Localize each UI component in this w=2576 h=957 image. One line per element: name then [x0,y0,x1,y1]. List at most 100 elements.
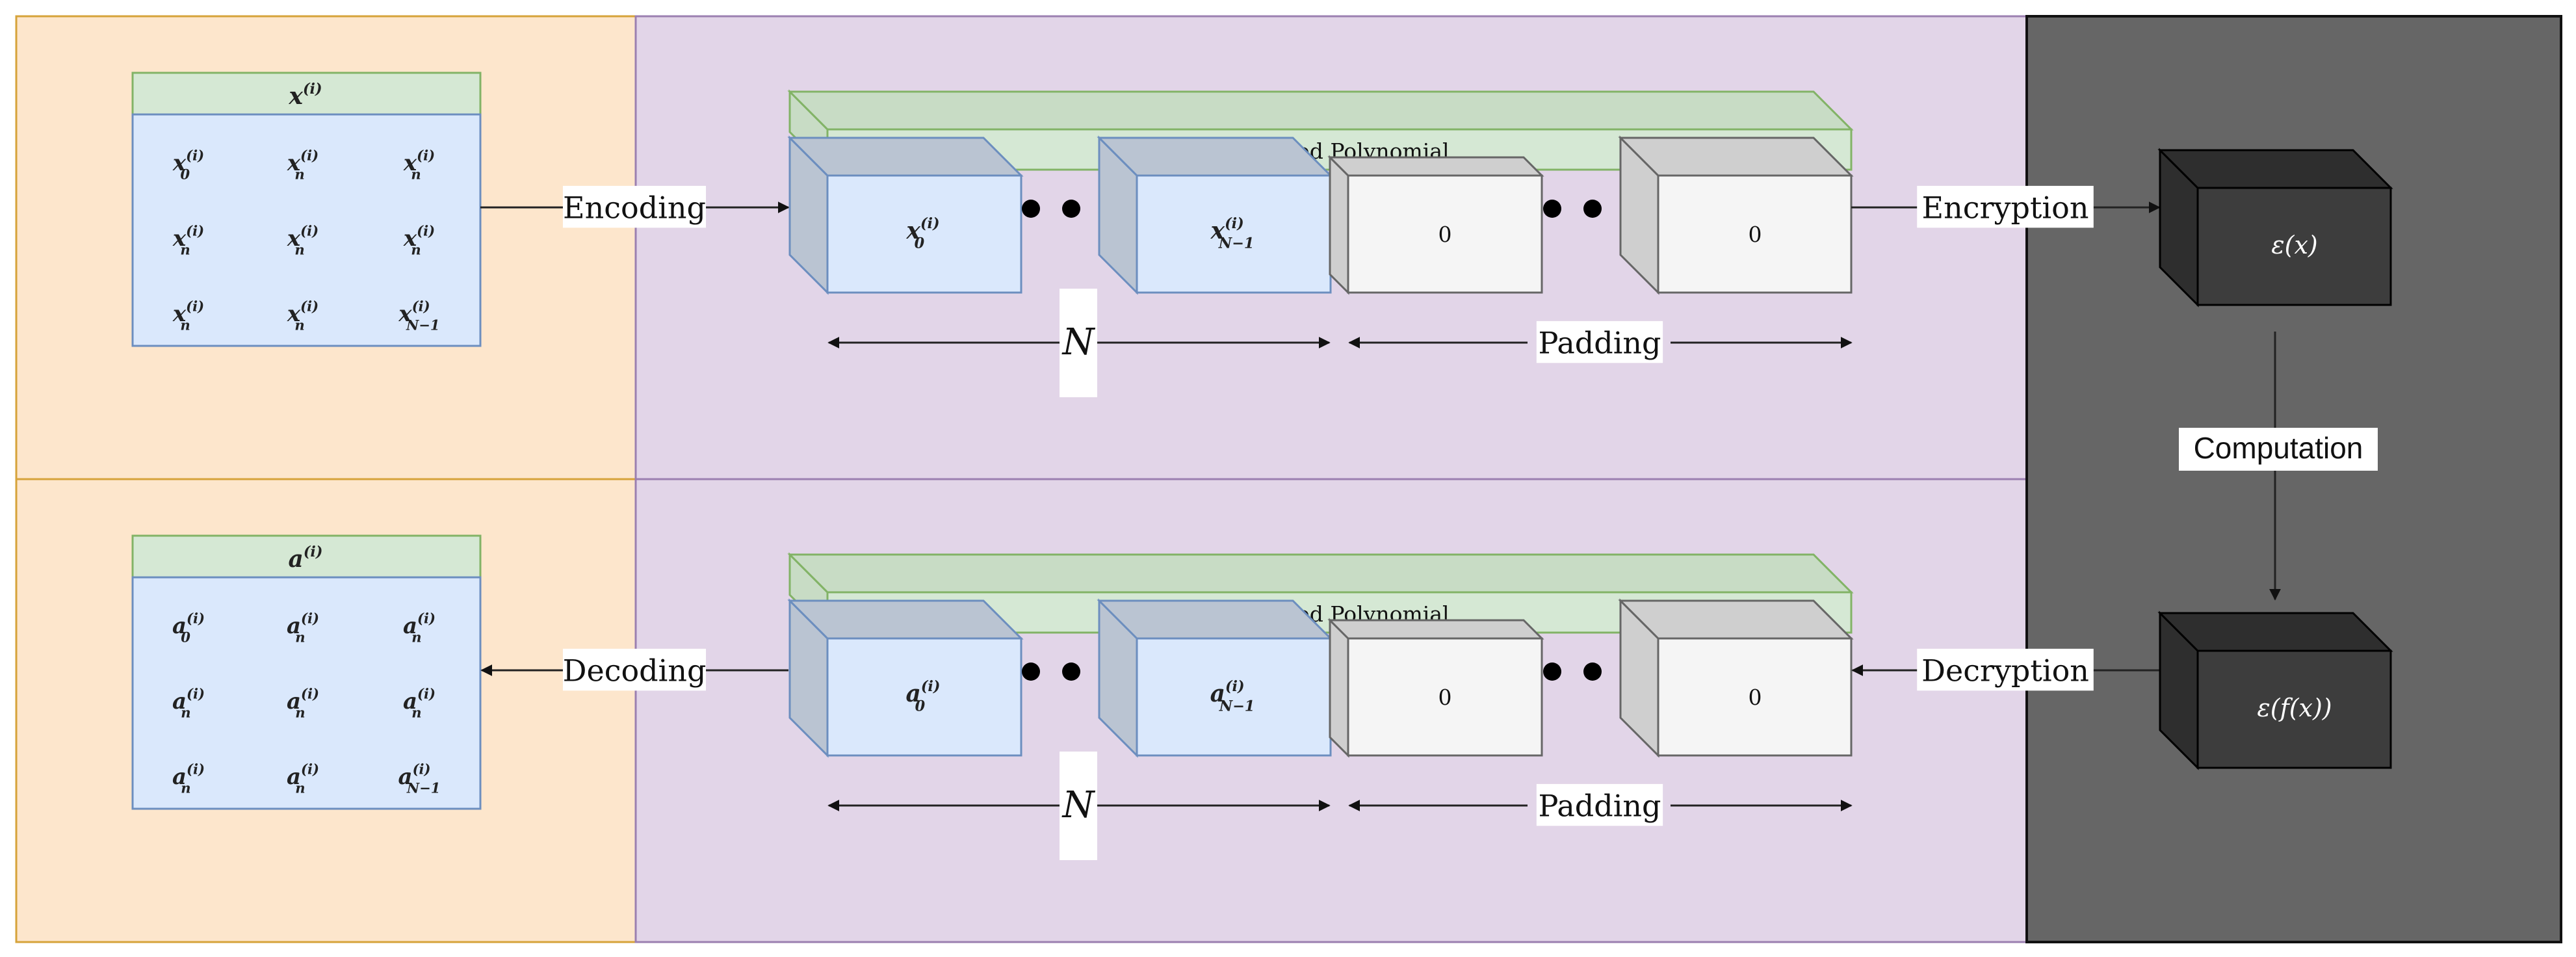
slot-first-label-sub: 0 [915,235,925,252]
vector-cell: x(i)n [172,298,204,334]
slot-first-front [826,637,1022,757]
vector-cell-sub: N−1 [406,317,440,334]
dots-data-0 [1022,200,1040,218]
zero-slot-2-front [1657,174,1853,294]
vector-cell-sub: n [181,780,190,796]
vector-cell: a(i)n [287,686,319,721]
vector-cell-base: a [287,764,301,790]
zero-slot-1-side [1329,155,1349,295]
vector-cell: a(i)0 [172,610,205,646]
vector-body [131,576,482,810]
zero-slot-1-front [1347,174,1543,294]
vector-body [131,113,482,347]
zero-slot-2-front [1657,637,1853,757]
polynomial-bar-top [787,553,1854,594]
vector-cell: x(i)n [287,223,319,258]
zero-slot-2-top [1618,137,1854,177]
slot-last-label-sub: N−1 [1219,698,1255,714]
vector-cell: x(i)N−1 [398,298,439,334]
vector-cell-sup: (i) [417,223,435,239]
cipher-cube-front [2196,649,2392,769]
vector-cell-sup: (i) [301,610,319,627]
vector-header [131,534,482,579]
slot-last-label: x(i)N−1 [1210,215,1255,252]
dots-data-1 [1062,200,1080,218]
slot-last-label-base: a [1210,680,1225,707]
vector-title: a(i) [289,544,323,573]
zero-slot-1-top [1327,619,1544,640]
vector-cell: x(i)n [172,223,204,258]
vector-cell-base: x [403,150,417,176]
vector-title-sup: (i) [304,544,323,560]
vector-cell-sup: (i) [301,686,319,702]
vector-cell: x(i)0 [172,148,204,183]
vector-cell: a(i)n [172,686,205,721]
vector-cell-sub: n [294,242,304,258]
slot-first-label-sub: 0 [915,698,926,714]
vector-cell-base: x [287,150,301,176]
vector-cell-base: x [172,301,187,327]
vector-cell-base: a [172,764,187,790]
slot-first-top [787,599,1024,640]
slot-last-label: a(i)N−1 [1210,678,1255,715]
slot-first-label: a(i)0 [906,678,941,715]
vector-header [131,72,482,116]
padding-label-bg [1536,321,1663,363]
vector-cell: a(i)n [287,610,319,646]
vector-title-base: a [289,545,304,573]
n-label: N [1061,784,1096,826]
slot-last-front [1136,637,1332,757]
dots-data-1 [1062,662,1080,681]
zero-slot-2-label: 0 [1749,222,1762,247]
zero-slot-1-side [1329,618,1349,758]
vector-cell-sup: (i) [417,148,435,164]
zero-slot-1-label: 0 [1438,222,1452,247]
vector-cell-base: x [172,150,187,176]
vector-cell-sup: (i) [417,686,436,702]
vector-cell-base: a [403,688,417,714]
vector-cell-sup: (i) [187,610,205,627]
vector-cell-sup: (i) [186,148,204,164]
slot-first-label-base: a [906,680,921,707]
cipher-cube-front [2196,187,2392,306]
vector-title: x(i) [288,81,322,110]
vector-cell-sup: (i) [300,148,319,164]
vector-cell-base: a [172,688,187,714]
dots-padding-1 [1583,200,1602,218]
n-label: N [1061,321,1096,363]
cipher-cube-top [2157,612,2393,652]
dots-data-0 [1022,662,1040,681]
vector-cell: a(i)n [287,761,319,796]
vector-cell-base: x [287,301,301,327]
vector-cell-base: x [172,226,187,252]
cipher-cube-top [2157,149,2393,189]
vector-cell-base: a [287,688,301,714]
vector-cell-base: x [398,301,412,327]
vector-cell-base: a [403,613,417,639]
slot-first-label-sup: (i) [920,215,940,232]
vector-cell: a(i)n [172,761,205,796]
vector-cell: a(i)n [403,686,436,721]
padding-label: Padding [1539,326,1661,361]
polynomial-bar-top [787,90,1854,131]
vector-cell-base: a [172,613,187,639]
vector-cell-sub: n [295,629,305,646]
vector-title-base: x [288,83,303,110]
vector-cell: x(i)n [403,148,435,183]
computation-label-bg [2179,428,2378,471]
zero-slot-2-top [1618,599,1854,640]
slot-first-top [787,137,1024,177]
dots-padding-0 [1543,200,1561,218]
slot-last-top [1097,599,1333,640]
slot-first-front [826,174,1022,294]
vector-cell: x(i)n [403,223,435,258]
vector-cell: a(i)n [403,610,436,646]
dots-padding-1 [1583,662,1602,681]
vector-cell-sub: n [294,317,304,334]
encryption-label: Encryption [1922,190,2089,226]
n-label-bg [1060,289,1097,397]
dots-padding-0 [1543,662,1561,681]
padding-label: Padding [1539,789,1661,824]
